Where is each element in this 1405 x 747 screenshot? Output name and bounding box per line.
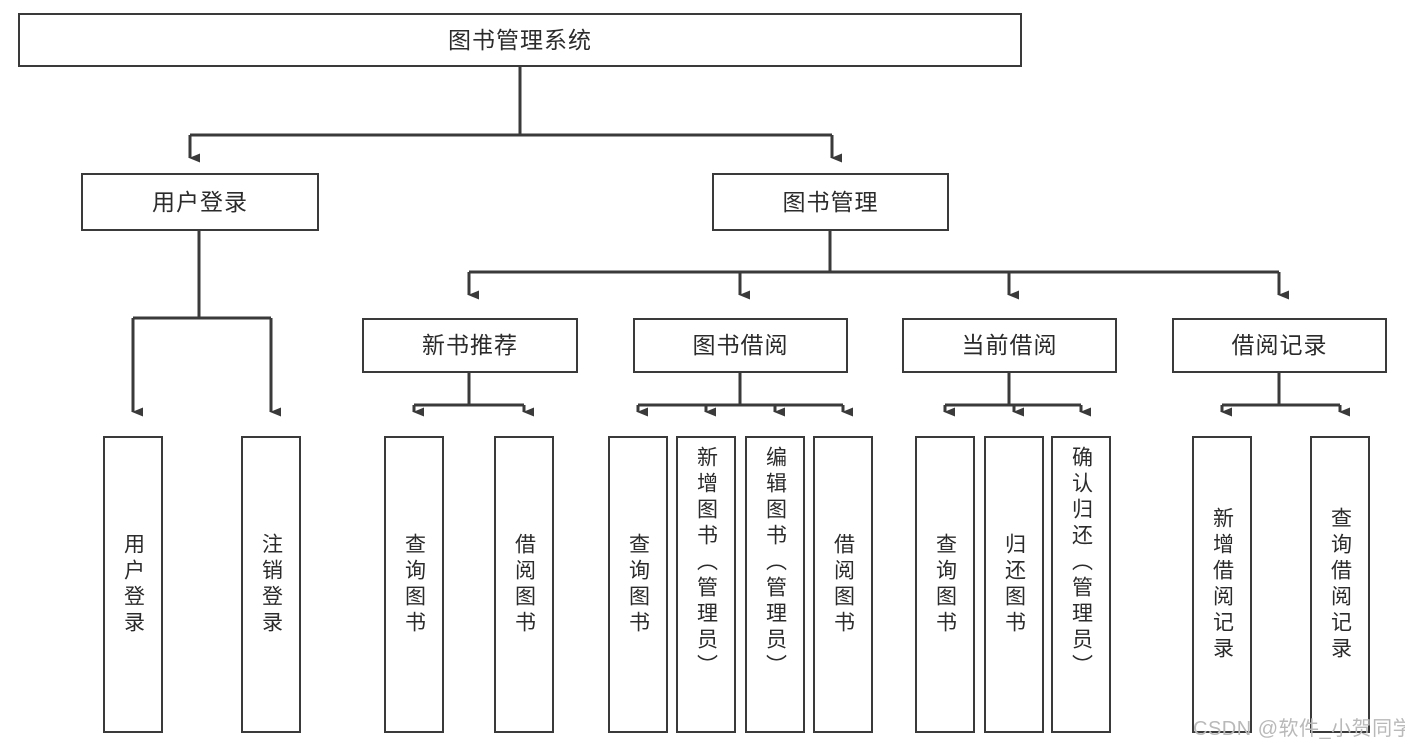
node-leaf-query-book-1[interactable]: 查询图书 (384, 436, 444, 733)
node-leaf-add-record[interactable]: 新增借阅记录 (1192, 436, 1252, 733)
node-leaf-query-book-2[interactable]: 查询图书 (608, 436, 668, 733)
node-leaf-confirm-return[interactable]: 确认归还（管理员） (1051, 436, 1111, 733)
node-leaf-user-logout-label: 注销登录 (259, 532, 283, 637)
node-leaf-add-book[interactable]: 新增图书（管理员） (676, 436, 736, 733)
node-user-login-label: 用户登录 (152, 188, 248, 215)
node-book-borrow-label: 图书借阅 (692, 332, 789, 359)
node-leaf-borrow-book-2-label: 借阅图书 (831, 532, 855, 637)
watermark-text: CSDN @软件_小贺同学 (1193, 718, 1405, 740)
node-book-management[interactable]: 图书管理 (712, 173, 949, 231)
node-leaf-borrow-book-1-label: 借阅图书 (512, 532, 536, 637)
node-book-borrow[interactable]: 图书借阅 (633, 318, 848, 373)
node-current-borrow[interactable]: 当前借阅 (902, 318, 1117, 373)
node-leaf-return-book-label: 归还图书 (1002, 532, 1026, 637)
node-leaf-query-record[interactable]: 查询借阅记录 (1310, 436, 1370, 733)
node-leaf-query-book-1-label: 查询图书 (402, 532, 426, 637)
node-root[interactable]: 图书管理系统 (18, 13, 1022, 67)
node-leaf-query-book-2-label: 查询图书 (626, 532, 650, 637)
node-leaf-borrow-book-1[interactable]: 借阅图书 (494, 436, 554, 733)
node-leaf-add-book-label: 新增图书（管理员） (694, 446, 718, 680)
node-current-borrow-label: 当前借阅 (961, 332, 1058, 359)
node-book-management-label: 图书管理 (782, 188, 879, 215)
node-leaf-add-record-label: 新增借阅记录 (1210, 506, 1234, 663)
node-leaf-user-login[interactable]: 用户登录 (103, 436, 163, 733)
node-new-book-recommend-label: 新书推荐 (422, 332, 518, 359)
node-leaf-user-login-label: 用户登录 (121, 532, 145, 637)
node-leaf-query-record-label: 查询借阅记录 (1328, 506, 1352, 663)
node-user-login[interactable]: 用户登录 (81, 173, 319, 231)
node-borrow-record-label: 借阅记录 (1231, 332, 1328, 359)
node-borrow-record[interactable]: 借阅记录 (1172, 318, 1387, 373)
node-leaf-return-book[interactable]: 归还图书 (984, 436, 1044, 733)
node-leaf-query-book-3[interactable]: 查询图书 (915, 436, 975, 733)
node-new-book-recommend[interactable]: 新书推荐 (362, 318, 578, 373)
node-leaf-borrow-book-2[interactable]: 借阅图书 (813, 436, 873, 733)
node-leaf-user-logout[interactable]: 注销登录 (241, 436, 301, 733)
node-root-label: 图书管理系统 (448, 26, 592, 53)
node-leaf-edit-book-label: 编辑图书（管理员） (763, 446, 787, 680)
node-leaf-confirm-return-label: 确认归还（管理员） (1069, 446, 1093, 680)
node-leaf-edit-book[interactable]: 编辑图书（管理员） (745, 436, 805, 733)
node-leaf-query-book-3-label: 查询图书 (933, 532, 957, 637)
